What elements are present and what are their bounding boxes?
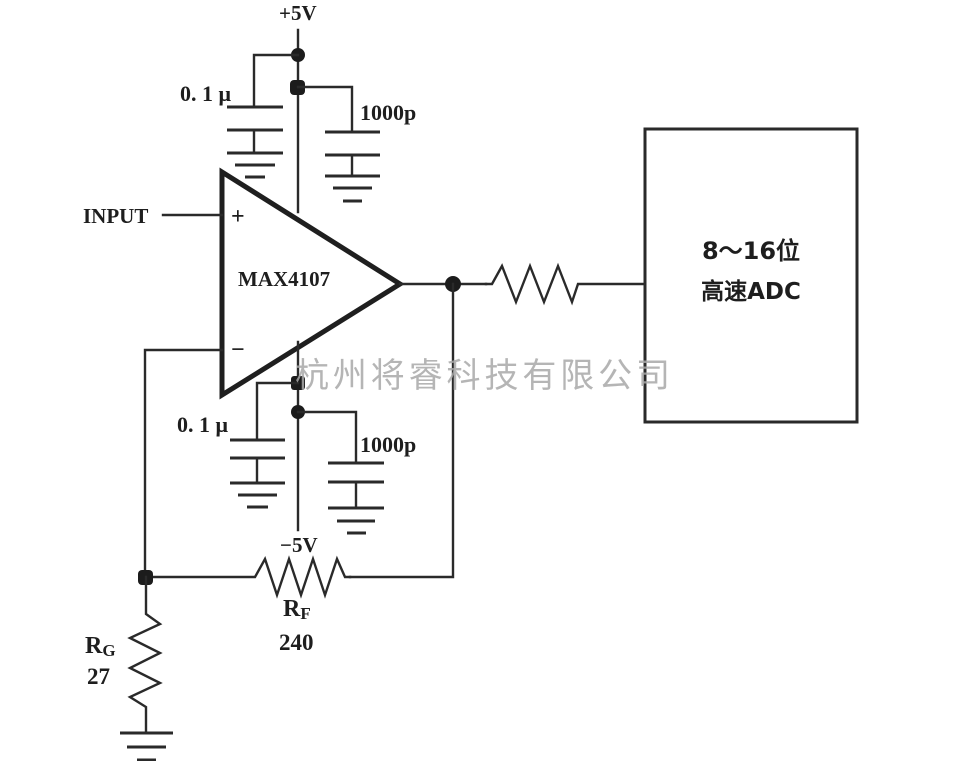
feedback-resistor-rf (144, 555, 352, 599)
opamp-part-label: MAX4107 (238, 267, 330, 291)
capacitor-value-label: 0. 1 μ (180, 81, 232, 106)
ground-symbol (120, 731, 173, 761)
rg-name-label: RG (85, 633, 116, 660)
adc-label-line2: 高速ADC (701, 278, 801, 305)
ground-symbol (325, 174, 380, 203)
watermark-text: 杭州将睿科技有限公司 (295, 356, 670, 396)
positive-supply-label: +5V (279, 1, 317, 25)
inverting-sign: − (231, 337, 245, 363)
rg-value-label: 27 (87, 664, 110, 689)
inverting-input-wire (143, 348, 224, 579)
rf-value-label: 240 (279, 630, 314, 655)
ground-symbol (227, 151, 283, 179)
capacitor-top-1000p (296, 85, 380, 203)
rf-name-label: RF (283, 596, 311, 623)
capacitor-value-label: 1000p (360, 100, 416, 125)
gain-resistor-rg (127, 575, 163, 735)
wire (296, 410, 358, 465)
wire (296, 85, 354, 134)
adc-block (643, 127, 859, 424)
non-inverting-sign: + (231, 204, 245, 230)
wire (252, 53, 300, 109)
series-output-resistor (484, 262, 647, 306)
input-label: INPUT (83, 204, 148, 228)
opamp-triangle (219, 167, 405, 400)
wire (255, 381, 300, 442)
capacitor-bottom-0.1u (230, 381, 300, 509)
capacitor-value-label: 0. 1 μ (177, 412, 229, 437)
capacitor-bottom-1000p (296, 410, 384, 535)
feedback-wire (348, 282, 455, 579)
adc-label-line1: 8～16位 (702, 237, 800, 265)
capacitor-value-label: 1000p (360, 432, 416, 457)
negative-supply-label: −5V (280, 533, 318, 557)
capacitor-top-0.1u (227, 53, 300, 179)
ground-symbol (230, 481, 285, 509)
ground-symbol (328, 506, 384, 535)
